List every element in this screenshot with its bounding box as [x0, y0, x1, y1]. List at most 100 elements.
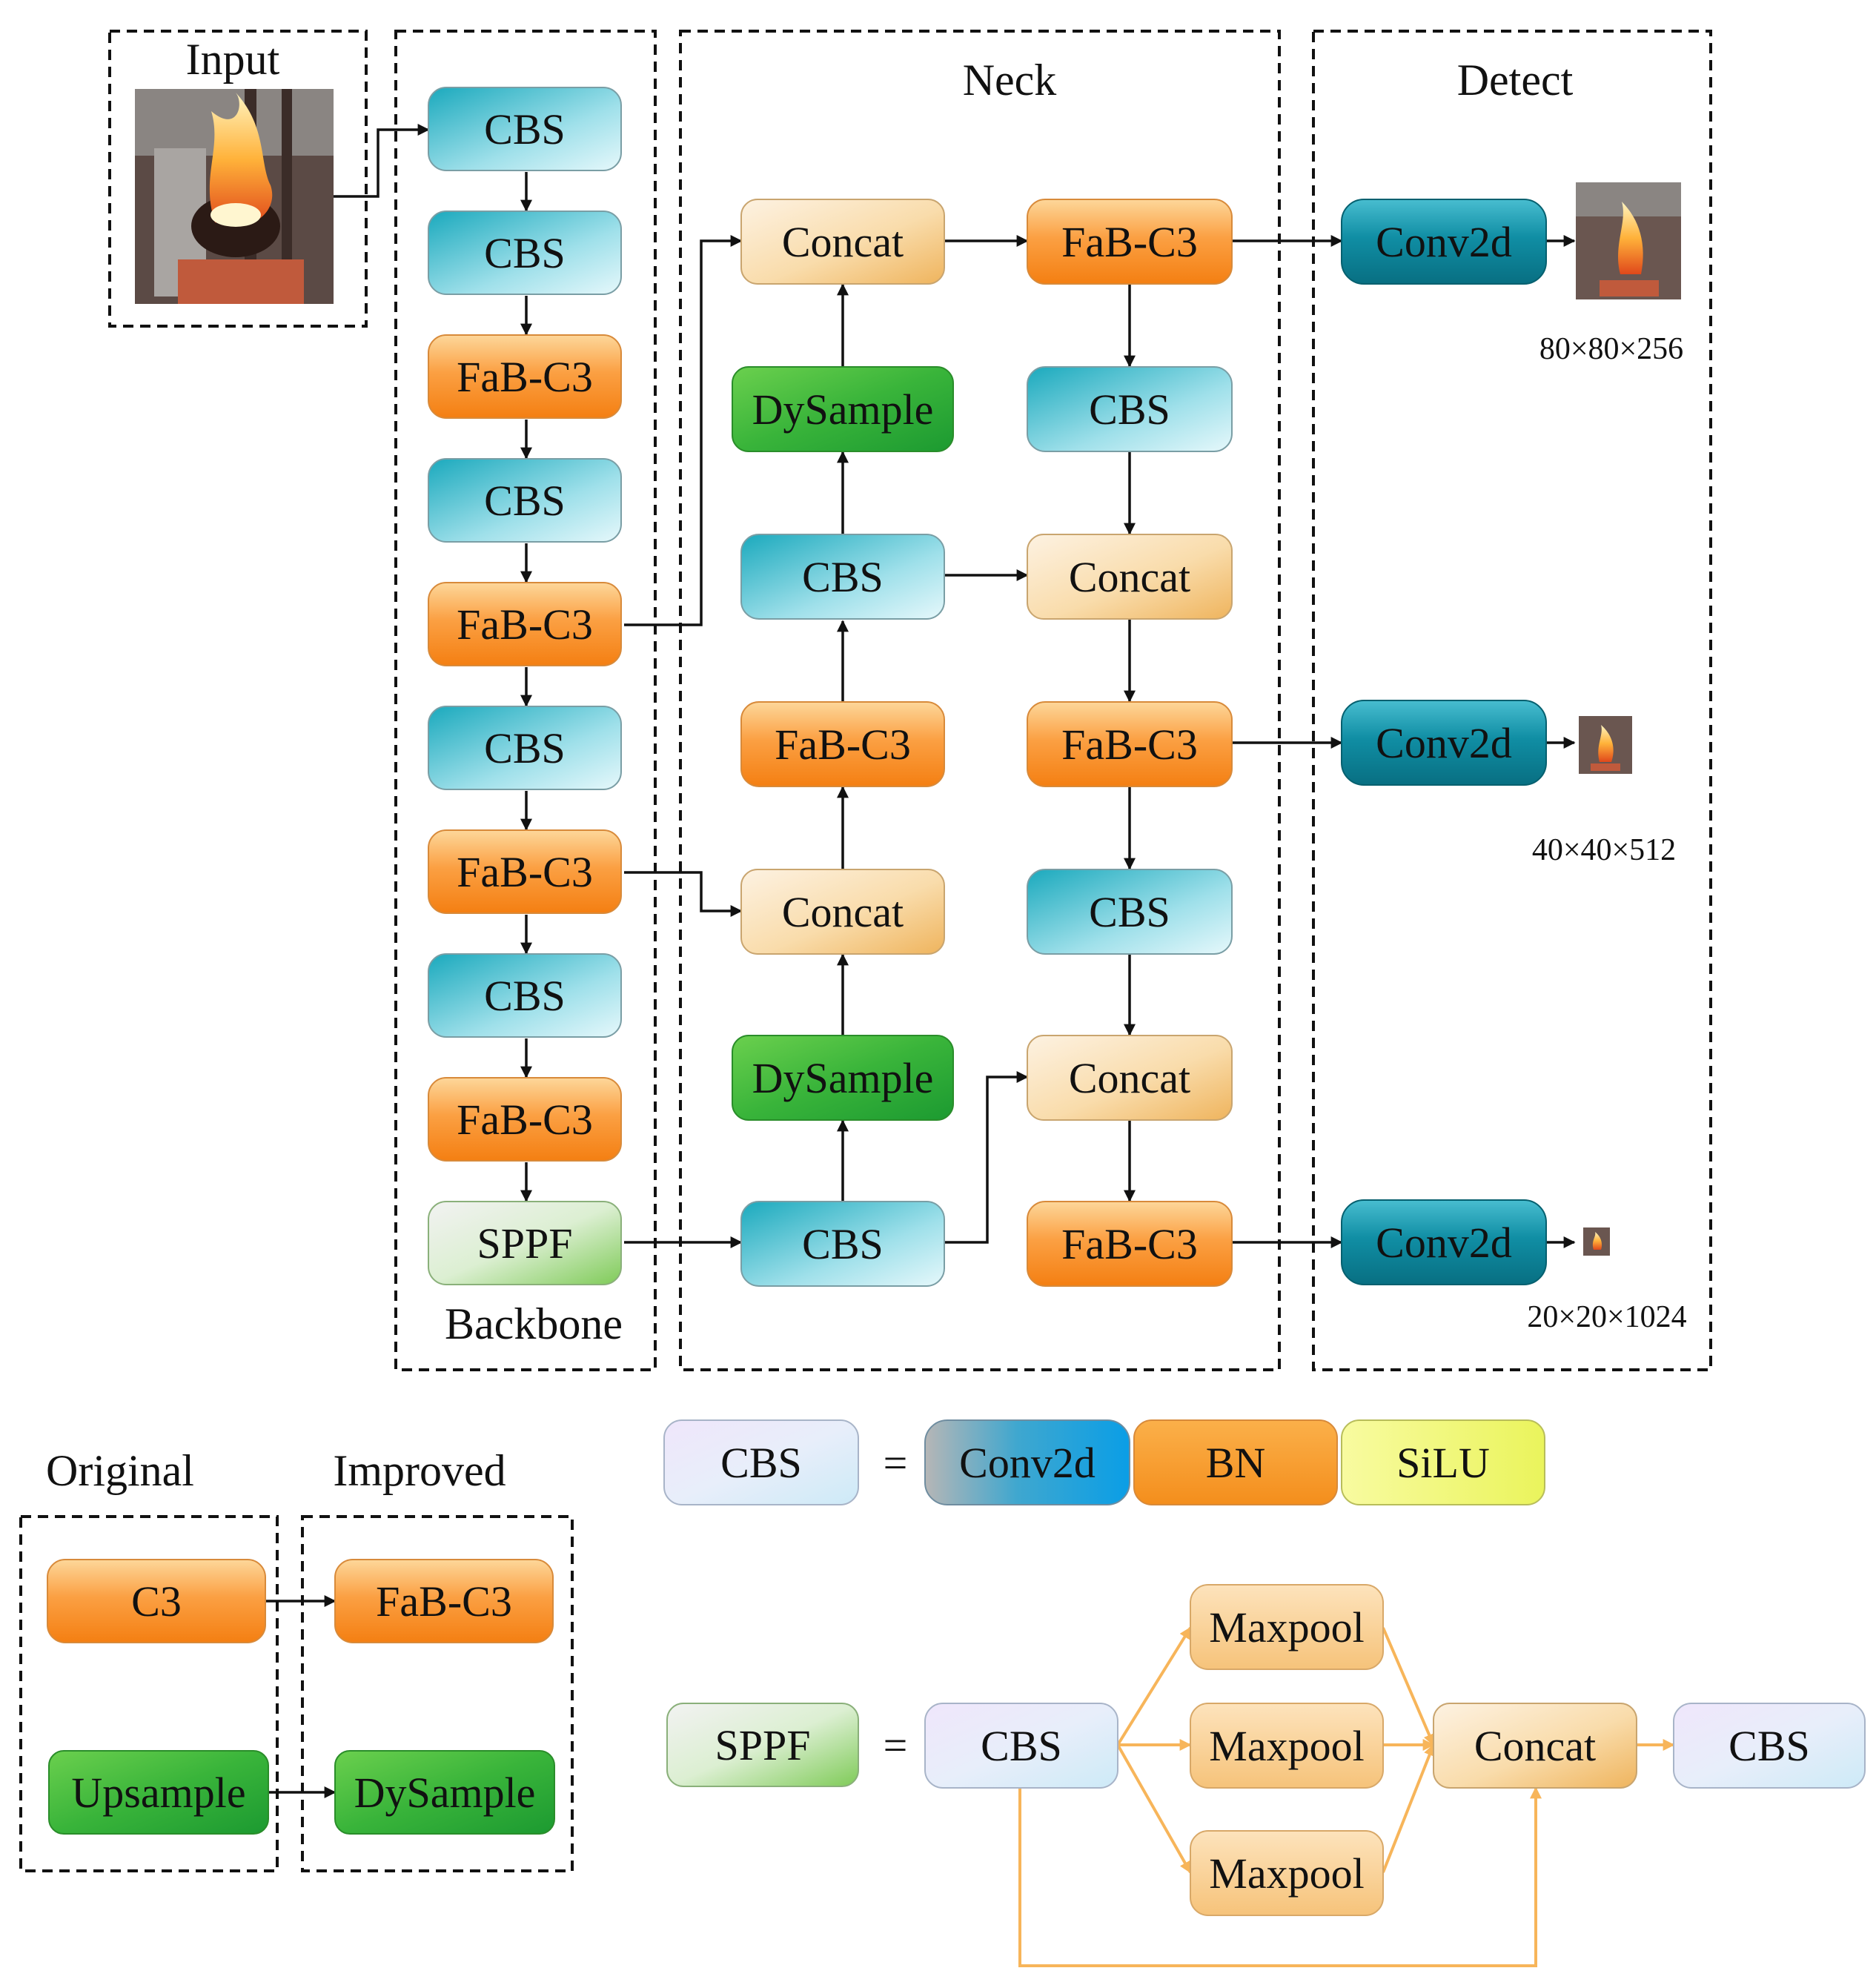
backbone-block-fab-c3: FaB-C3	[428, 582, 622, 666]
legend-improved: FaB-C3 DySample	[334, 1559, 555, 1835]
backbone-block-label: SPPF	[477, 1219, 572, 1268]
section-frames	[19, 30, 1712, 1872]
backbone-block-sppf: SPPF	[428, 1201, 622, 1285]
sppf-def-label: CBS	[1728, 1722, 1810, 1770]
backbone-block-cbs: CBS	[428, 211, 622, 295]
detect-head-conv2d: Conv2d	[1341, 700, 1547, 786]
neck-block-fab-c3: FaB-C3	[740, 701, 945, 787]
detect-frame	[1312, 30, 1712, 1371]
output-image-small	[1583, 1227, 1610, 1256]
neck-block-concat: Concat	[1027, 1035, 1233, 1121]
sppf-def-label: Maxpool	[1209, 1849, 1364, 1898]
sppf-def-concat: Concat	[1433, 1703, 1637, 1789]
neck-block-cbs: CBS	[1027, 869, 1233, 955]
cbs-def-part-label: BN	[1206, 1439, 1266, 1487]
input-image	[135, 89, 334, 304]
detect-head-label: Conv2d	[1376, 218, 1512, 266]
neck-block-cbs: CBS	[1027, 366, 1233, 452]
detect-title: Detect	[1457, 56, 1574, 105]
detect-head-label: Conv2d	[1376, 719, 1512, 767]
backbone-block-label: CBS	[484, 972, 566, 1020]
cbs-definition: CBS = Conv2d BN SiLU	[663, 1419, 1545, 1505]
improved-title: Improved	[333, 1446, 506, 1495]
backbone-block-label: CBS	[484, 724, 566, 772]
backbone-block-cbs: CBS	[428, 953, 622, 1038]
neck-block-label: Concat	[1069, 1054, 1190, 1102]
neck-block-label: Concat	[782, 218, 904, 266]
connectors	[265, 124, 1576, 1798]
sppf-def-label: CBS	[981, 1722, 1062, 1770]
neck-block-label: CBS	[802, 1220, 884, 1268]
backbone-block-fab-c3: FaB-C3	[428, 334, 622, 419]
neck-block-label: Concat	[1069, 553, 1190, 601]
original-title: Original	[46, 1446, 194, 1495]
neck-block-dysample: DySample	[732, 1035, 954, 1121]
cbs-def-name-label: CBS	[720, 1439, 802, 1487]
backbone-block-cbs: CBS	[428, 87, 622, 171]
output-dim-label: 80×80×256	[1539, 332, 1683, 366]
output-image-medium	[1579, 716, 1632, 774]
input-title: Input	[186, 35, 280, 84]
neck-block-label: FaB-C3	[775, 720, 911, 769]
detect-head-label: Conv2d	[1376, 1219, 1512, 1267]
neck-block-concat: Concat	[740, 199, 945, 285]
legend-block-upsample: Upsample	[48, 1750, 269, 1835]
backbone-block-label: FaB-C3	[457, 600, 593, 649]
original-frame	[19, 1515, 279, 1872]
sppf-def-label: Concat	[1474, 1722, 1596, 1770]
cbs-def-name: CBS	[663, 1419, 859, 1505]
neck-block-dysample: DySample	[732, 366, 954, 452]
backbone-frame	[394, 30, 657, 1371]
legend-block-label: DySample	[354, 1769, 536, 1817]
neck-block-label: CBS	[1089, 385, 1170, 434]
neck-block-cbs: CBS	[740, 534, 945, 620]
backbone-block-label: FaB-C3	[457, 353, 593, 401]
sppf-def-label: Maxpool	[1209, 1722, 1364, 1770]
neck-block-concat: Concat	[1027, 534, 1233, 620]
sppf-def-label: Maxpool	[1209, 1603, 1364, 1651]
legend-block-label: Upsample	[71, 1769, 245, 1817]
neck-block-fab-c3: FaB-C3	[1027, 701, 1233, 787]
neck-block-fab-c3: FaB-C3	[1027, 199, 1233, 285]
neck-block-label: FaB-C3	[1061, 720, 1198, 769]
sppf-definition: SPPF = CBS Maxpool Maxpool Maxpool Conca…	[666, 1584, 1866, 1916]
sppf-def-maxpool: Maxpool	[1190, 1703, 1384, 1789]
backbone-block-fab-c3: FaB-C3	[428, 829, 622, 914]
backbone-block-label: FaB-C3	[457, 1096, 593, 1144]
neck-block-fab-c3: FaB-C3	[1027, 1201, 1233, 1287]
cbs-def-bn: BN	[1133, 1419, 1338, 1505]
output-dim-label: 40×40×512	[1532, 833, 1676, 867]
legend-block-label: C3	[131, 1577, 182, 1626]
detect-heads: Conv2d Conv2d Conv2d 80×80×256 40×40×512…	[1341, 182, 1687, 1334]
backbone-blocks: CBS CBS FaB-C3 CBS FaB-C3 CBS FaB-C3 CBS…	[428, 87, 622, 1285]
neck-block-cbs: CBS	[740, 1201, 945, 1287]
neck-block-label: DySample	[752, 1054, 934, 1102]
output-image-large	[1576, 182, 1681, 299]
backbone-block-cbs: CBS	[428, 706, 622, 790]
neck-left-blocks: Concat DySample CBS FaB-C3 Concat DySamp…	[732, 199, 954, 1287]
neck-block-label: CBS	[1089, 888, 1170, 936]
sppf-def-maxpool: Maxpool	[1190, 1830, 1384, 1916]
cbs-def-silu: SiLU	[1341, 1419, 1545, 1505]
legend-block-dysample: DySample	[334, 1750, 555, 1835]
neck-block-label: DySample	[752, 385, 934, 434]
sppf-def-maxpool: Maxpool	[1190, 1584, 1384, 1670]
sppf-connectors	[1018, 1626, 1675, 1967]
detect-head-conv2d: Conv2d	[1341, 1199, 1547, 1285]
neck-right-blocks: FaB-C3 CBS Concat FaB-C3 CBS Concat FaB-…	[1027, 199, 1233, 1287]
sppf-def-cbs-in: CBS	[924, 1703, 1118, 1789]
sppf-def-cbs-out: CBS	[1673, 1703, 1866, 1789]
sppf-def-name-label: SPPF	[715, 1721, 810, 1769]
backbone-block-label: FaB-C3	[457, 848, 593, 896]
neck-block-label: FaB-C3	[1061, 1220, 1198, 1268]
backbone-block-label: CBS	[484, 477, 566, 525]
backbone-block-label: CBS	[484, 229, 566, 277]
neck-block-label: FaB-C3	[1061, 218, 1198, 266]
backbone-block-cbs: CBS	[428, 458, 622, 543]
input-frame	[108, 30, 368, 328]
neck-frame	[679, 30, 1281, 1371]
detect-head-conv2d: Conv2d	[1341, 199, 1547, 285]
equals-sign: =	[884, 1721, 908, 1769]
